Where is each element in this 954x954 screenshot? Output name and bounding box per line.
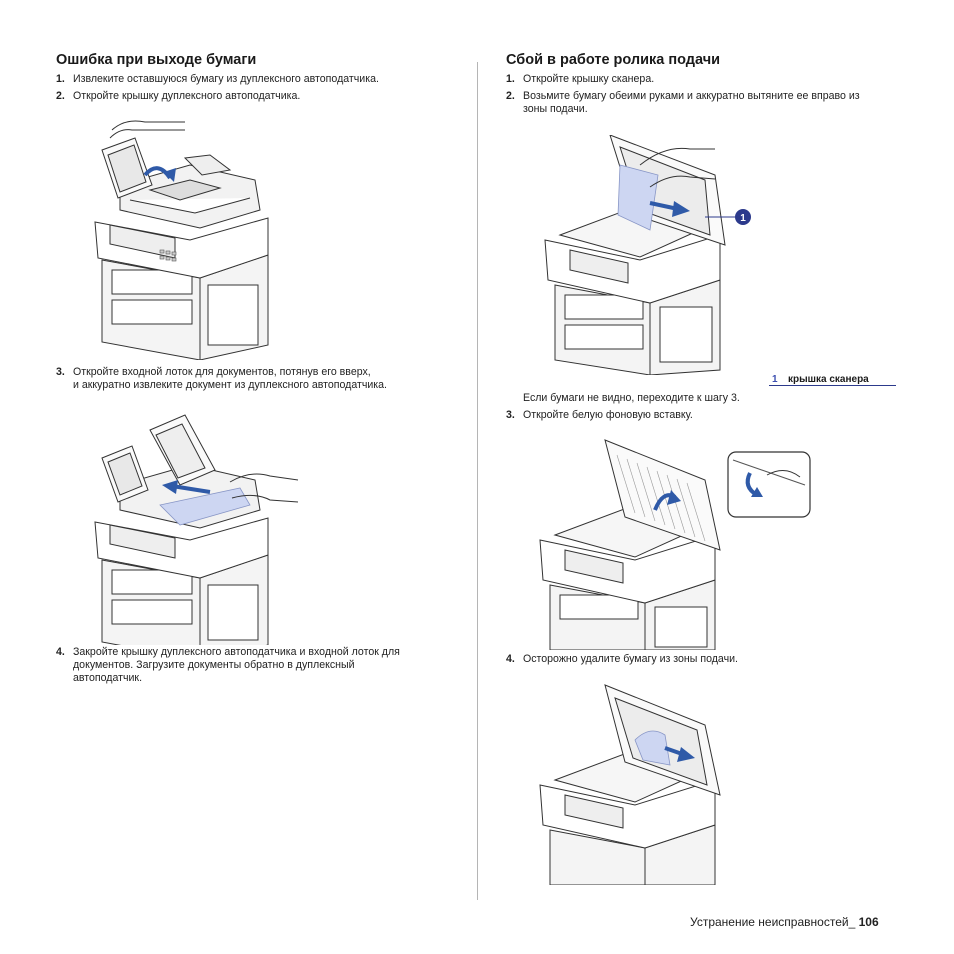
section-heading-paper-exit-jam: Ошибка при выходе бумаги: [56, 52, 257, 68]
illustration-remove-document: [94, 414, 299, 645]
svg-text:1: 1: [740, 213, 746, 224]
illustration-open-scanner-cover: 1: [544, 135, 751, 375]
column-divider: [477, 62, 478, 900]
callout-marker: [735, 209, 751, 225]
callout-rule: [769, 385, 896, 386]
section-heading-feed-roller-jam: Сбой в работе ролика подачи: [506, 52, 721, 68]
illustration-open-duplex-cover: [94, 120, 269, 360]
illustration-remove-paper-feed-area: [539, 684, 721, 885]
illustration-open-background-insert: [539, 439, 811, 650]
note-skip-to-step-3: Если бумаги не видно, переходите к шагу …: [523, 392, 740, 404]
page-number: 106: [858, 915, 879, 929]
page-footer: Устранение неисправностей_ 106: [690, 915, 879, 929]
footer-section: Устранение неисправностей_: [690, 915, 856, 929]
callout-number: 1: [772, 374, 778, 385]
callout-label-scanner-cover: крышка сканера: [788, 374, 869, 385]
